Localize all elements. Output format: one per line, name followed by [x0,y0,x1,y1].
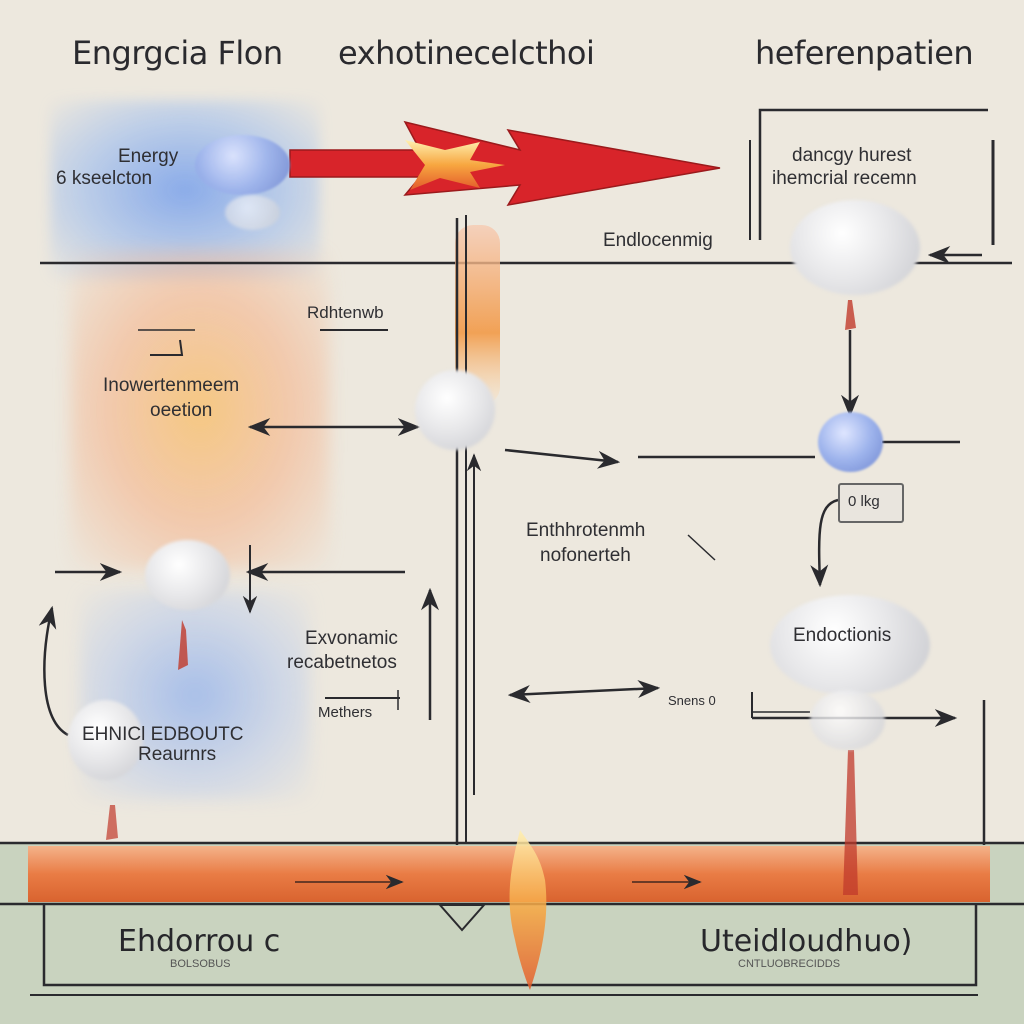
top-right-label-2: ihemcrial recemn [772,168,917,189]
heat-strip [28,846,990,902]
notch [437,904,487,932]
top-right-label-1: dancgy hurest [792,145,912,166]
ehnicl-label-1: EHNICl EDBOUTC [82,724,244,745]
inowertenment-label-2: oeetion [150,400,213,421]
title-right: heferenpatien [755,34,974,72]
bottom-left-subtitle: BOLSOBUS [170,958,231,970]
ensthrtenme-label-1: Enthhrotenmh [526,520,646,541]
tag-box: 0 lkg [838,483,904,523]
orange-glow-left [70,250,330,570]
exvonamic-label-1: Exvonamic [305,628,398,649]
title-left: Engrgcia Flon [72,34,283,72]
inowertenment-label-1: Inowertenmeem [103,375,240,396]
methers-label: Methers [318,704,373,721]
bottom-right-title: Uteidloudhuo) [700,924,913,959]
top-right-bracket [758,108,988,240]
title-center: exhotinecelcthoi [338,34,595,72]
endocerning-label: Endlocenmig [603,230,713,251]
arrow-double-2 [507,679,661,704]
snens-label: Snens 0 [668,693,716,708]
fire-arrow-icon [289,120,721,207]
energy-reaction-label-1: Energy [118,146,179,167]
flame-icon [509,830,547,990]
ehnicl-label-2: Reaurnrs [138,744,217,765]
bottom-left-title: Ehdorrou c [118,924,281,959]
endoctionis-label: Endoctionis [793,625,892,646]
tag-box-label: 0 lkg [848,493,880,510]
bottom-box-outline [42,905,978,987]
ensthrtenme-label-2: nofonerteh [540,545,631,566]
rdhtenwb-label: Rdhtenwb [307,303,384,322]
bottom-right-subtitle: CNTLUOBRECIDDS [738,958,841,970]
energy-reaction-label-2: 6 kseelcton [56,168,153,189]
exvonamic-label-2: recabetnetos [287,652,397,673]
